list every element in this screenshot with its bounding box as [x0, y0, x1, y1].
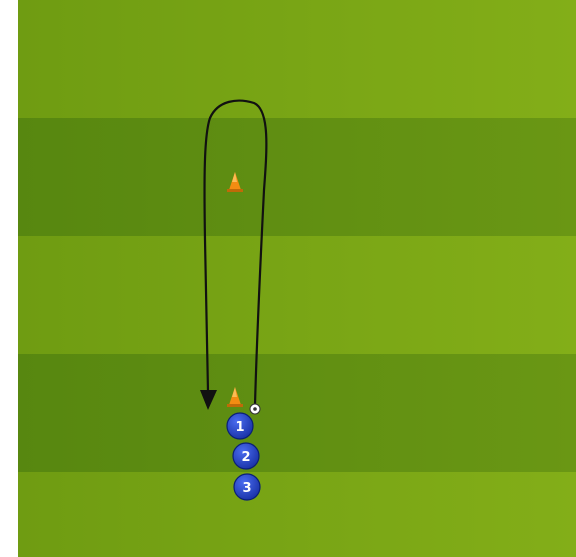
football-pitch: 1 2 3 [18, 0, 576, 557]
player-2-label: 2 [241, 450, 250, 465]
pitch-stripe-4 [18, 354, 576, 472]
pitch-drawing: 1 2 3 [18, 0, 576, 557]
pitch-stripe-1 [18, 0, 576, 118]
player-1[interactable]: 1 [227, 413, 253, 439]
ball-icon [250, 404, 260, 414]
player-3-label: 3 [242, 481, 251, 496]
pitch-stripe-5 [18, 472, 576, 557]
pitch-stripe-3 [18, 236, 576, 354]
player-2[interactable]: 2 [233, 443, 259, 469]
player-1-label: 1 [235, 420, 244, 435]
pitch-stripe-2 [18, 118, 576, 236]
player-3[interactable]: 3 [234, 474, 260, 500]
